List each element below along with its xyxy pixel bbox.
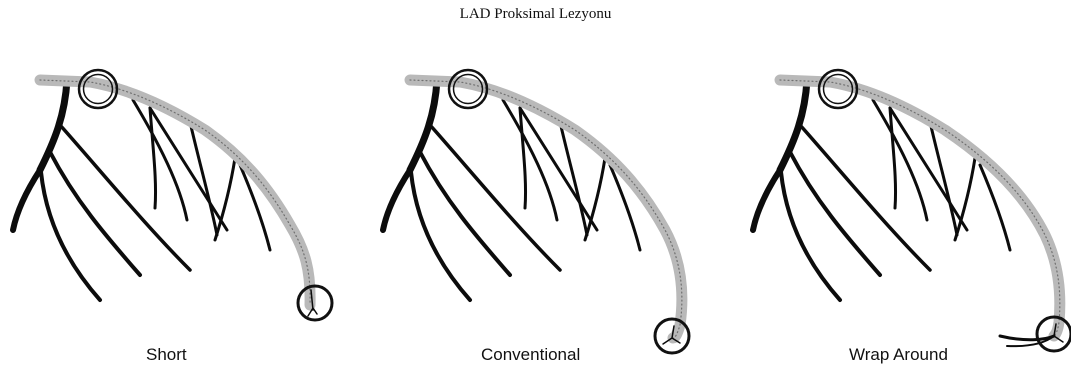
coronary-diagram-wrap-around	[745, 60, 1071, 350]
side-branches	[13, 80, 270, 300]
lad-artery	[780, 80, 1060, 336]
coronary-diagram-short	[5, 60, 355, 350]
wrap-around-segment	[1000, 336, 1054, 346]
panel-label-conventional: Conventional	[481, 345, 580, 365]
lad-artery	[410, 80, 682, 338]
panel-conventional: Conventional	[375, 60, 725, 376]
coronary-diagram-conventional	[375, 60, 725, 350]
side-branches	[383, 80, 640, 300]
figure-title: LAD Proksimal Lezyonu	[0, 6, 1071, 23]
apex-marker	[655, 319, 689, 353]
side-branches	[753, 80, 1010, 300]
lad-artery	[40, 80, 310, 305]
panel-label-wrap-around: Wrap Around	[849, 345, 948, 365]
panel-label-short: Short	[146, 345, 187, 365]
panel-short: Short	[5, 60, 355, 376]
panel-wrap-around: Wrap Around	[745, 60, 1071, 376]
